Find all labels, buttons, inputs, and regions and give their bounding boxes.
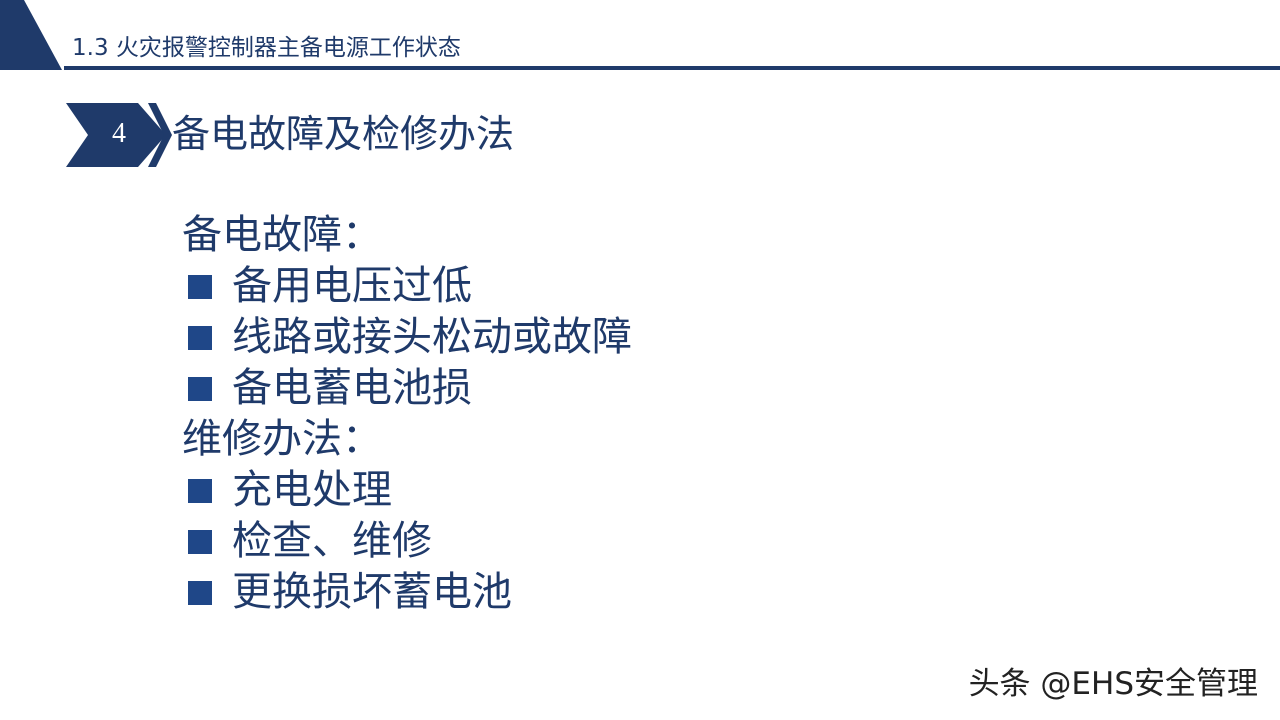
list-item: 线路或接头松动或故障	[182, 312, 632, 363]
square-bullet-icon	[188, 529, 212, 554]
section-title: 备电故障及检修办法	[172, 112, 515, 156]
header-title: 1.3 火灾报警控制器主备电源工作状态	[72, 35, 461, 61]
square-bullet-icon	[188, 325, 212, 350]
list-item: 充电处理	[182, 465, 632, 516]
watermark: 头条 @EHS安全管理	[968, 666, 1258, 702]
list-item: 备电蓄电池损	[182, 363, 632, 414]
group-heading-fault: 备电故障：	[182, 212, 382, 258]
header-divider	[64, 66, 1280, 70]
section-number: 4	[112, 118, 126, 149]
square-bullet-icon	[188, 580, 212, 605]
list-item: 备用电压过低	[182, 261, 632, 312]
content-list: 备电故障： 备用电压过低 线路或接头松动或故障 备电蓄电池损 维修办法： 充电处…	[182, 210, 632, 618]
square-bullet-icon	[188, 478, 212, 503]
list-item: 检查、维修	[182, 516, 632, 567]
section-number-badge	[66, 103, 172, 167]
list-item: 更换损坏蓄电池	[182, 567, 632, 618]
header-corner-shape	[0, 0, 62, 70]
group-heading-repair: 维修办法：	[182, 416, 382, 462]
square-bullet-icon	[188, 274, 212, 299]
square-bullet-icon	[188, 376, 212, 401]
